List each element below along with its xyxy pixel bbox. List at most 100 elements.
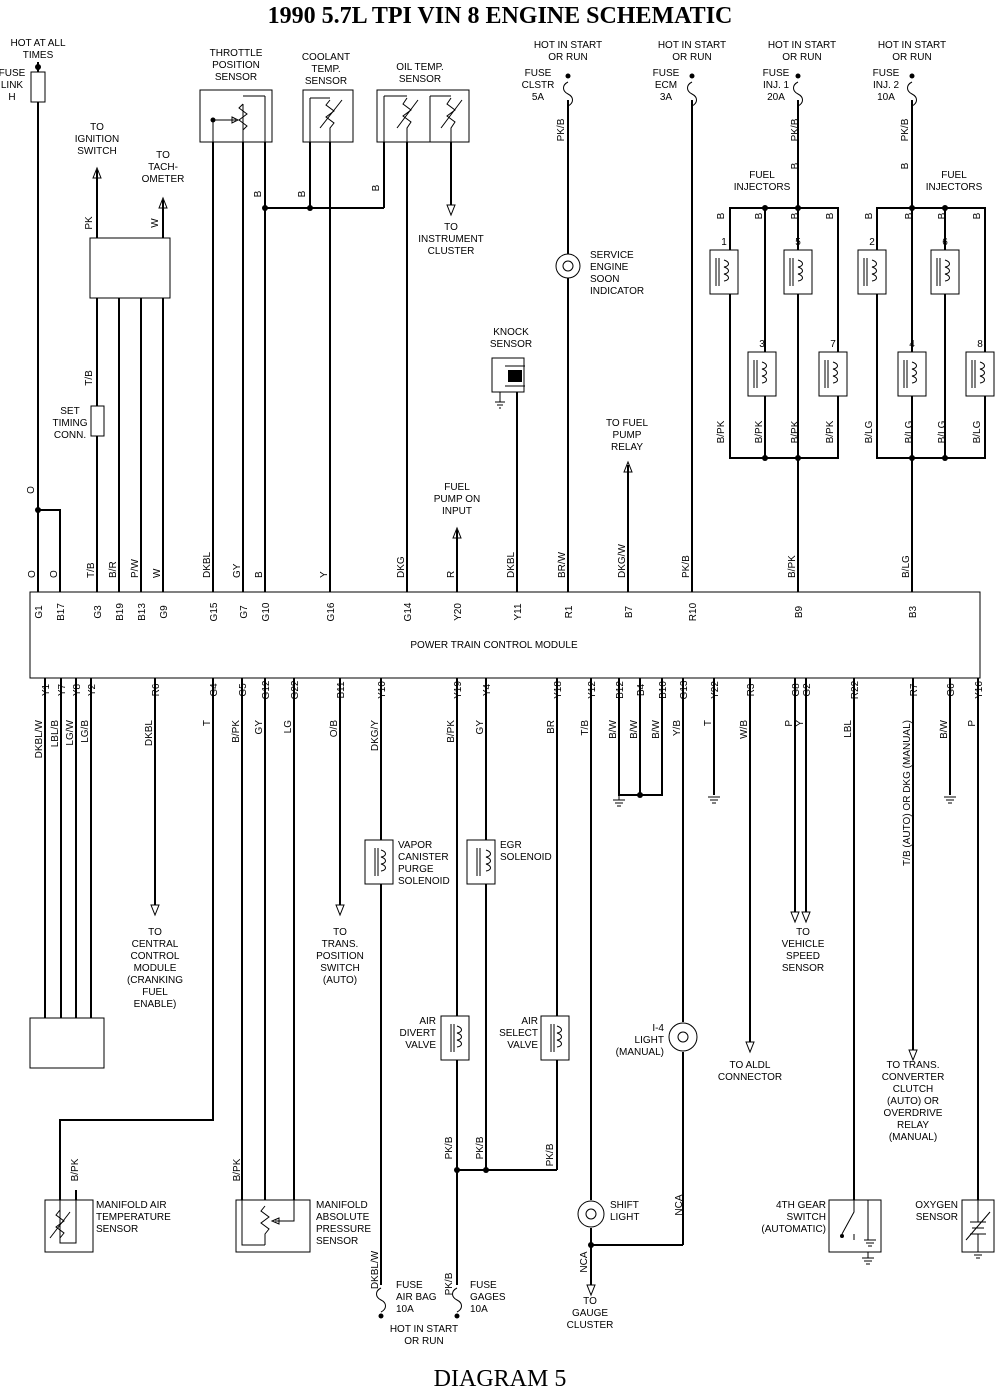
wire-color-label: B/LG [864, 420, 875, 443]
wire-color-label: B [371, 184, 382, 191]
wire-color-label: W [150, 218, 161, 228]
wire-color-label: PK/B [444, 1272, 455, 1295]
pcm-pin-y22: Y22 [710, 681, 721, 699]
oil-temp-label: SENSOR [399, 74, 441, 85]
pcm-pin-y16: Y16 [974, 681, 985, 699]
pcm-pin-b9: B9 [794, 605, 805, 618]
wire-color-b13: P/W [130, 559, 141, 578]
fuse-link-label: H [8, 92, 15, 103]
wire-color-label: B [790, 162, 801, 169]
i4-light-label: I-4 [652, 1023, 664, 1034]
wire-color-g12: GY [254, 720, 265, 735]
wire-color-g8: P [784, 720, 795, 727]
to-vss-label: SENSOR [782, 963, 824, 974]
wire-color-label: PK/B [900, 118, 911, 141]
to-ccm-label: ENABLE) [134, 999, 177, 1010]
pcm-pin-g16: G16 [326, 602, 337, 621]
wire-color-b9: B/PK [787, 555, 798, 578]
fuse-link-box [30, 71, 46, 103]
to-vss-label: TO [796, 927, 810, 938]
coolant-temp-sensor-box [302, 89, 354, 143]
egr-solenoid-box [466, 839, 496, 885]
pcm-pin-y8: Y8 [72, 683, 83, 696]
pcm-pin-y18: Y18 [553, 681, 564, 699]
egr-label: EGR [500, 840, 522, 851]
set-timing-label: CONN. [54, 430, 86, 441]
hot-start-1-label: OR RUN [548, 52, 587, 63]
pcm-pin-b4: B4 [636, 683, 647, 696]
oxygen-label: SENSOR [916, 1212, 958, 1223]
air-select-label: VALVE [507, 1040, 538, 1051]
wire-color-b4: B/W [629, 719, 640, 738]
air-divert-label: DIVERT [400, 1028, 437, 1039]
egr-label: SOLENOID [500, 852, 552, 863]
injector-coil [971, 360, 985, 388]
wire-color-r7: T/B (AUTO) OR DKG (MANUAL) [902, 720, 913, 866]
to-tach-label: OMETER [142, 174, 185, 185]
top-pin-group: G1OB17OG3T/BB19B/RB13P/WG9WG15DKBLG7GYG1… [27, 544, 919, 622]
injector-1 [709, 249, 739, 295]
pcm-label: POWER TRAIN CONTROL MODULE [410, 640, 578, 651]
injector-box [747, 351, 777, 397]
wire-color-r3: W/B [739, 720, 750, 739]
pcm-pin-g10: G10 [261, 602, 272, 621]
injector-number: 4 [909, 339, 915, 350]
mat-label: MANIFOLD AIR [96, 1200, 167, 1211]
air-select-valve-box [540, 1015, 570, 1061]
to-converter-label: CLUTCH [893, 1084, 934, 1095]
fuse-ecm-label: 3A [660, 92, 673, 103]
pcm-pin-r1: R1 [564, 605, 575, 618]
pcm-pin-y2: Y2 [87, 683, 98, 696]
to-converter-label: TO TRANS. [887, 1060, 940, 1071]
wire-color-g13: Y/B [672, 720, 683, 736]
oxygen-label: OXYGEN [915, 1200, 958, 1211]
to-vss-label: SPEED [786, 951, 820, 962]
to-vss-label: VEHICLE [782, 939, 825, 950]
pcm-pin-b12: B12 [615, 681, 626, 699]
to-converter-label: RELAY [897, 1120, 929, 1131]
injector-8 [965, 351, 995, 397]
wire-color-b7: DKG/W [617, 544, 628, 578]
fuse-airbag-label: 10A [396, 1304, 414, 1315]
set-timing-connector [90, 405, 105, 437]
set-timing-label: SET [60, 406, 79, 417]
wire-color-y16: P [967, 720, 978, 727]
tps-label: SENSOR [215, 72, 257, 83]
to-tps-switch-label: POSITION [316, 951, 364, 962]
to-converter-label: (MANUAL) [889, 1132, 937, 1143]
injector-3 [747, 351, 777, 397]
pcm-pin-b17: B17 [56, 603, 67, 621]
pcm-pin-b10: B10 [658, 681, 669, 699]
to-tps-switch-label: (AUTO) [323, 975, 357, 986]
fuse-gages-label: GAGES [470, 1292, 506, 1303]
pcm-pin-g22: G22 [290, 680, 301, 699]
component-label-group: HOT AT ALLTIMESFUSELINKHTOIGNITIONSWITCH… [0, 38, 983, 1347]
pcm-pin-y12: Y12 [587, 681, 598, 699]
hot-start-4-label: HOT IN START [878, 40, 946, 51]
to-ignition-label: IGNITION [75, 134, 119, 145]
fuse-airbag-label: AIR BAG [396, 1292, 437, 1303]
wire-color-r22: LBL [843, 720, 854, 738]
wire-color-g4: T [202, 720, 213, 726]
wire-color-label: B [297, 190, 308, 197]
to-gauge-label: TO [583, 1296, 597, 1307]
wire-color-label: NCA [579, 1251, 590, 1272]
injector-coil [936, 258, 950, 286]
fuel-injectors-1-label: FUEL [749, 170, 775, 181]
diagram-number: DIAGRAM 5 [433, 1366, 567, 1392]
fuse-clstr-label: CLSTR [522, 80, 555, 91]
fourth-gear-label: (AUTOMATIC) [761, 1224, 826, 1235]
vapor-canister-solenoid-box [364, 839, 394, 885]
coolant-label: COOLANT [302, 52, 350, 63]
to-ignition-label: TO [90, 122, 104, 133]
to-converter-label: OVERDRIVE [884, 1108, 943, 1119]
hot-start-3-label: OR RUN [782, 52, 821, 63]
pcm-pin-g2: G2 [802, 683, 813, 697]
pcm-pin-r7: R7 [909, 683, 920, 696]
i4-light-label: (MANUAL) [616, 1047, 664, 1058]
wire-color-y12: T/B [580, 720, 591, 736]
pcm-pin-g6: G6 [946, 683, 957, 697]
vapor-label: VAPOR [398, 840, 432, 851]
